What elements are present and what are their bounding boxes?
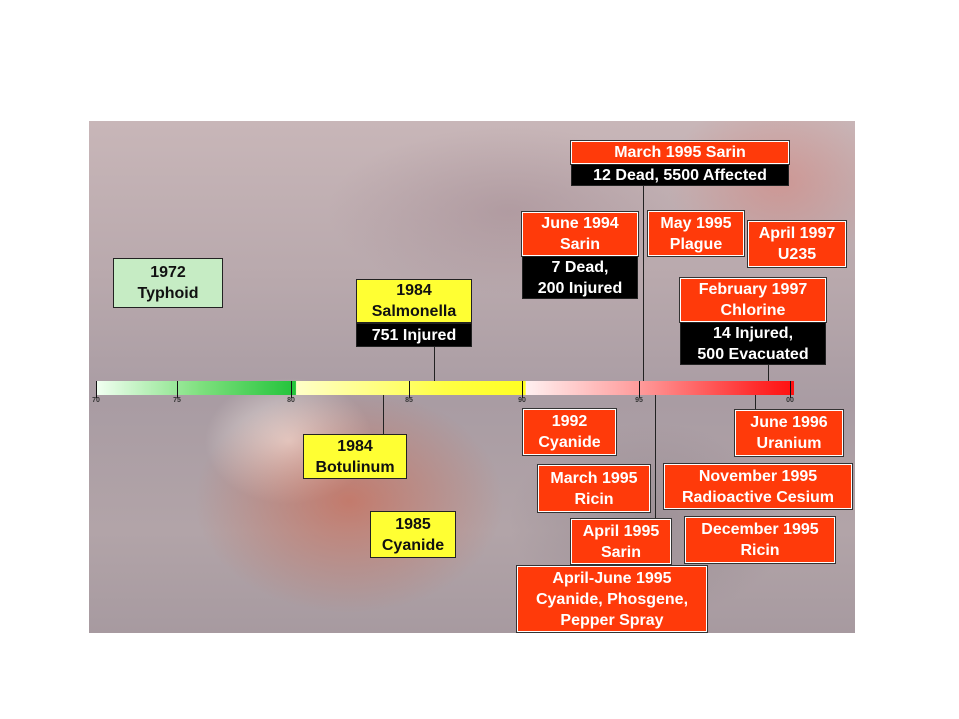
- event-chlorine-1997: February 1997 Chlorine 14 Injured, 500 E…: [679, 277, 827, 365]
- connector-chlorine: [768, 364, 769, 382]
- event-title: February 1997 Chlorine: [679, 277, 827, 323]
- event-sarin-april-1995: April 1995 Sarin: [570, 518, 672, 565]
- tick-label: 85: [405, 397, 413, 404]
- event-april-june-1995: April-June 1995 Cyanide, Phosgene, Peppe…: [516, 565, 708, 633]
- timeline-tick: [790, 381, 791, 398]
- tick-label: 00: [786, 397, 794, 404]
- timeline-tick: [522, 381, 523, 398]
- connector-sarin-1994: [643, 186, 644, 382]
- event-cesium-1995: November 1995 Radioactive Cesium: [663, 463, 853, 510]
- timeline-tick: [177, 381, 178, 398]
- timeline-tick: [291, 381, 292, 398]
- event-cyanide-1985: 1985 Cyanide: [370, 511, 456, 558]
- tick-label: 95: [635, 397, 643, 404]
- tick-label: 75: [173, 397, 181, 404]
- event-salmonella-1984: 1984 Salmonella 751 Injured: [356, 279, 472, 347]
- event-ricin-march-1995: March 1995 Ricin: [537, 464, 651, 513]
- connector-botulinum: [383, 394, 384, 434]
- connector-salmonella: [434, 346, 435, 382]
- connector-sarin-april: [655, 394, 656, 520]
- event-typhoid-1972: 1972 Typhoid: [113, 258, 223, 308]
- timeline-tick: [96, 381, 97, 398]
- event-sarin-march-1995: March 1995 Sarin 12 Dead, 5500 Affected: [570, 140, 790, 186]
- tick-label: 70: [92, 397, 100, 404]
- event-botulinum-1984: 1984 Botulinum: [303, 434, 407, 479]
- event-title: March 1995 Sarin: [570, 140, 790, 165]
- event-sarin-1994: June 1994 Sarin 7 Dead, 200 Injured: [521, 211, 639, 299]
- event-ricin-dec-1995: December 1995 Ricin: [684, 516, 836, 564]
- event-plague-1995: May 1995 Plague: [647, 210, 745, 257]
- tick-label: 90: [518, 397, 526, 404]
- event-detail: 7 Dead, 200 Injured: [522, 256, 638, 299]
- event-title: 1984 Salmonella: [356, 279, 472, 323]
- event-detail: 751 Injured: [356, 323, 472, 347]
- event-detail: 14 Injured, 500 Evacuated: [680, 322, 826, 365]
- connector-uranium: [755, 394, 756, 410]
- timeline-tick: [409, 381, 410, 398]
- timeline-bar: [96, 381, 794, 395]
- event-cyanide-1992: 1992 Cyanide: [522, 408, 617, 456]
- event-u235-1997: April 1997 U235: [747, 220, 847, 268]
- tick-label: 80: [287, 397, 295, 404]
- timeline-tick: [639, 381, 640, 398]
- event-uranium-1996: June 1996 Uranium: [734, 409, 844, 457]
- event-title: June 1994 Sarin: [521, 211, 639, 257]
- event-detail: 12 Dead, 5500 Affected: [571, 164, 789, 186]
